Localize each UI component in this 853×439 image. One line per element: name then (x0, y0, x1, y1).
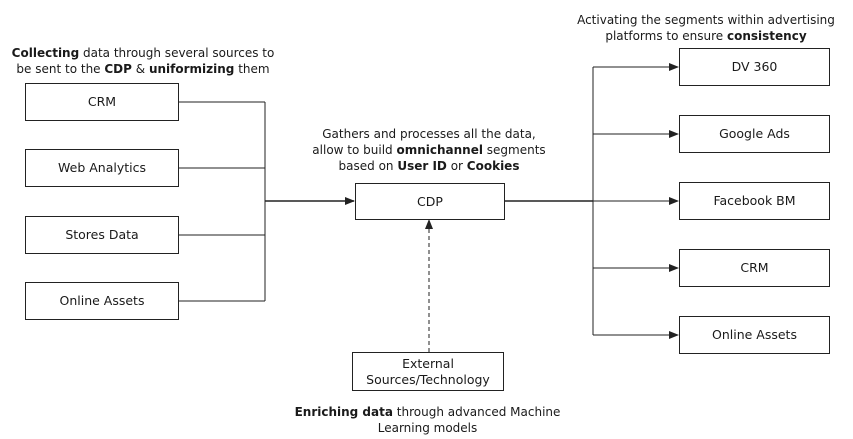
note-text: based on (338, 159, 398, 174)
collecting-note: Collecting data through several sources … (8, 45, 278, 77)
activating-note-line-2: platforms to ensure consistency (565, 28, 847, 44)
dest-label-online-assets: Online Assets (712, 327, 797, 343)
cdp-description-line-3: based on User ID or Cookies (300, 158, 558, 174)
external-label-line-1: External (402, 355, 454, 371)
note-text: Gathers and processes all the data, (322, 127, 536, 141)
dest-box-crm: CRM (679, 249, 830, 287)
source-box-crm: CRM (25, 83, 179, 121)
source-label-online-assets: Online Assets (59, 293, 145, 309)
note-text: data through several sources to (79, 46, 275, 60)
emphasis-text: User ID (397, 159, 447, 174)
source-label-web-analytics: Web Analytics (58, 160, 146, 176)
cdp-description-line-1: Gathers and processes all the data, (300, 126, 558, 142)
note-text: or (446, 159, 467, 174)
dest-label-dv360: DV 360 (731, 59, 778, 75)
dest-box-google-ads: Google Ads (679, 115, 830, 153)
external-label-line-2: Sources/Technology (366, 371, 490, 387)
activating-note: Activating the segments within advertisi… (565, 12, 847, 44)
collecting-note-line-2: be sent to the CDP & uniformizing them (8, 61, 278, 77)
external-sources-box: External Sources/Technology (352, 352, 504, 391)
emphasis-text: Enriching data (294, 405, 393, 419)
source-box-stores-data: Stores Data (25, 216, 179, 254)
emphasis-text: uniformizing (148, 62, 235, 77)
dest-box-facebook-bm: Facebook BM (679, 182, 830, 220)
source-box-online-assets: Online Assets (25, 282, 179, 320)
note-text: through advanced Machine (392, 405, 561, 419)
emphasis-text: Cookies (466, 159, 520, 174)
note-text: platforms to ensure (605, 29, 727, 44)
dest-box-dv360: DV 360 (679, 48, 830, 86)
note-text: them (234, 62, 270, 77)
enriching-note-line-1: Enriching data through advanced Machine (280, 404, 575, 420)
note-text: be sent to the (16, 62, 105, 77)
dest-label-google-ads: Google Ads (719, 126, 790, 142)
activating-note-line-1: Activating the segments within advertisi… (565, 12, 847, 28)
emphasis-text: consistency (726, 29, 807, 44)
note-text: Activating the segments within advertisi… (577, 13, 835, 27)
cdp-label: CDP (417, 193, 443, 209)
cdp-description-line-2: allow to build omnichannel segments (300, 142, 558, 158)
emphasis-text: CDP (104, 62, 132, 77)
emphasis-text: Collecting (11, 46, 80, 60)
note-text: Learning models (377, 421, 478, 436)
emphasis-text: omnichannel (396, 143, 483, 158)
source-box-web-analytics: Web Analytics (25, 149, 179, 187)
enriching-note: Enriching data through advanced Machine … (280, 404, 575, 436)
cdp-description-note: Gathers and processes all the data, allo… (300, 126, 558, 175)
dest-label-facebook-bm: Facebook BM (713, 193, 796, 209)
cdp-box: CDP (355, 183, 505, 220)
source-label-crm: CRM (87, 94, 117, 110)
note-text: allow to build (312, 143, 397, 158)
source-label-stores-data: Stores Data (65, 227, 139, 243)
note-text: & (131, 62, 149, 77)
enriching-note-line-2: Learning models (280, 420, 575, 436)
dest-label-crm: CRM (740, 260, 769, 276)
dest-box-online-assets: Online Assets (679, 316, 830, 354)
collecting-note-line-1: Collecting data through several sources … (8, 45, 278, 61)
note-text: segments (482, 143, 546, 158)
